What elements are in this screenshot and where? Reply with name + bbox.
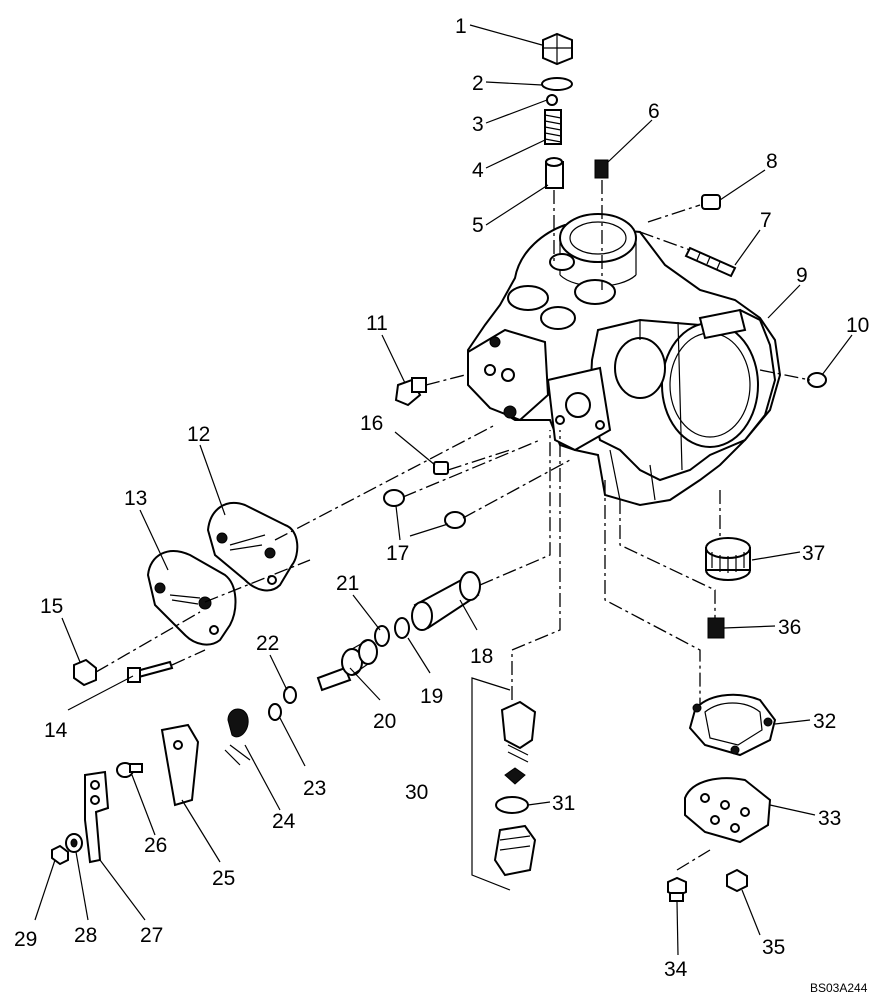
callout-5: 5	[472, 214, 484, 237]
part-bracket-27	[84, 770, 110, 864]
part-valve-30-assembly	[493, 700, 537, 877]
part-plug-37	[705, 537, 751, 581]
callout-34: 34	[664, 958, 688, 981]
part-valve-20	[316, 639, 378, 692]
part-ball-3	[546, 94, 558, 106]
leader-lines	[34, 24, 853, 956]
callout-33: 33	[818, 807, 841, 830]
part-nut-35	[726, 868, 748, 893]
part-washer-28	[65, 833, 83, 853]
callout-14: 14	[44, 719, 68, 742]
part-o-ring-2	[541, 77, 573, 91]
callout-16: 16	[360, 412, 383, 435]
part-ring-23	[268, 703, 282, 721]
part-spool-5	[545, 157, 564, 189]
callout-4: 4	[472, 159, 484, 182]
callout-22: 22	[256, 632, 279, 655]
part-plate-13	[146, 550, 237, 646]
callout-17: 17	[386, 542, 409, 565]
part-plate-12	[206, 502, 299, 592]
callout-25: 25	[212, 867, 235, 890]
callout-30: 30	[405, 781, 428, 804]
part-plug-6	[594, 159, 609, 179]
callout-2: 2	[472, 72, 484, 95]
callout-19: 19	[420, 685, 443, 708]
callout-3: 3	[472, 113, 484, 136]
part-spring-4	[544, 109, 562, 145]
callout-15: 15	[40, 595, 63, 618]
part-screw-26	[116, 762, 143, 778]
callout-28: 28	[74, 924, 97, 947]
callout-27: 27	[140, 924, 163, 947]
part-stud-7	[684, 246, 737, 278]
callout-29: 29	[14, 928, 37, 951]
callout-12: 12	[187, 423, 210, 446]
reference-code: BS03A244	[810, 981, 868, 995]
part-plug-34	[667, 876, 687, 902]
callout-20: 20	[373, 710, 396, 733]
callout-7: 7	[760, 209, 772, 232]
part-bolt-14	[127, 660, 174, 683]
part-plug-1	[542, 32, 573, 66]
part-ring-21	[374, 625, 390, 647]
callout-21: 21	[336, 572, 359, 595]
callout-31: 31	[552, 792, 575, 815]
callout-36: 36	[778, 616, 801, 639]
part-ring-22	[283, 686, 297, 704]
part-plug-17	[383, 489, 466, 529]
callout-35: 35	[762, 936, 785, 959]
transmission-housing	[466, 213, 782, 507]
part-spring-24	[224, 708, 251, 766]
callout-8: 8	[766, 150, 778, 173]
part-cover-33	[684, 777, 772, 844]
part-plug-8	[701, 194, 721, 210]
callout-9: 9	[796, 264, 808, 287]
assembly-lines	[95, 180, 811, 871]
part-sleeve-18	[411, 571, 481, 631]
part-plug-16	[433, 461, 449, 475]
callout-32: 32	[813, 710, 836, 733]
callout-1: 1	[455, 15, 467, 38]
callout-26: 26	[144, 834, 167, 857]
part-gasket-32	[688, 693, 777, 757]
part-lever-25	[160, 723, 200, 807]
callout-10: 10	[846, 314, 869, 337]
part-ring-19	[394, 617, 410, 639]
bracket-30	[471, 677, 511, 891]
callout-11: 11	[366, 312, 388, 335]
part-nut-29	[51, 844, 69, 866]
callout-23: 23	[303, 777, 326, 800]
callout-13: 13	[124, 487, 147, 510]
callout-37: 37	[802, 542, 825, 565]
part-plug-15	[73, 658, 97, 687]
part-plug-36	[707, 617, 725, 639]
callout-24: 24	[272, 810, 296, 833]
callout-18: 18	[470, 645, 493, 668]
part-o-ring-31	[495, 796, 529, 814]
part-plug-11	[394, 377, 427, 407]
callout-6: 6	[648, 100, 660, 123]
part-plug-10	[807, 372, 827, 388]
callout-numbers: 1 2 3 4 5 6 7 8 9 10 11 12 13 14 15 16 1…	[14, 15, 869, 981]
